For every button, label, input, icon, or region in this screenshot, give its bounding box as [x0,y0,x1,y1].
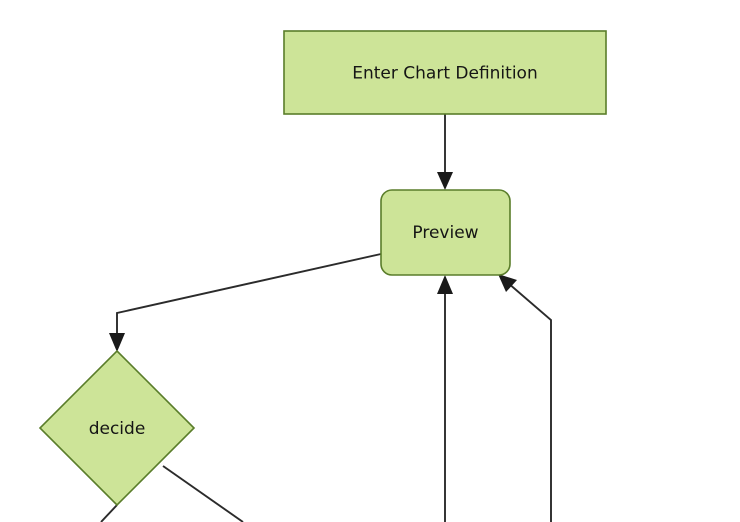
edge-decide-bottom-left[interactable] [100,504,118,522]
edge-decide-bottom-left-line [100,504,118,522]
edge-bottom-right-to-preview-hitarea[interactable] [505,281,551,522]
arrowhead-down-icon [109,333,125,352]
edge-enter-to-preview[interactable] [437,114,453,190]
arrowhead-down-icon [437,172,453,190]
edge-preview-to-decide-hitarea[interactable] [117,254,381,343]
edge-preview-to-decide-line [116,253,382,341]
node-enter-chart-definition-shape[interactable] [283,30,607,115]
node-decide-shape[interactable] [38,349,196,507]
node-enter-chart-definition[interactable]: Enter Chart Definition [283,30,607,115]
edge-decide-bottom-right-line [162,465,244,522]
node-decide[interactable]: decide [38,349,196,507]
edge-bottom-right-to-preview[interactable] [498,274,552,522]
edge-bottom-right-to-preview-line [507,282,552,522]
edge-decide-bottom-right[interactable] [162,465,244,522]
edge-preview-to-decide[interactable] [109,253,382,352]
edge-bottom-center-to-preview[interactable] [437,275,453,522]
node-preview-shape[interactable] [380,189,511,276]
arrowhead-up-left-icon [498,274,517,292]
node-preview[interactable]: Preview [380,189,511,276]
arrowhead-up-icon [437,275,453,294]
